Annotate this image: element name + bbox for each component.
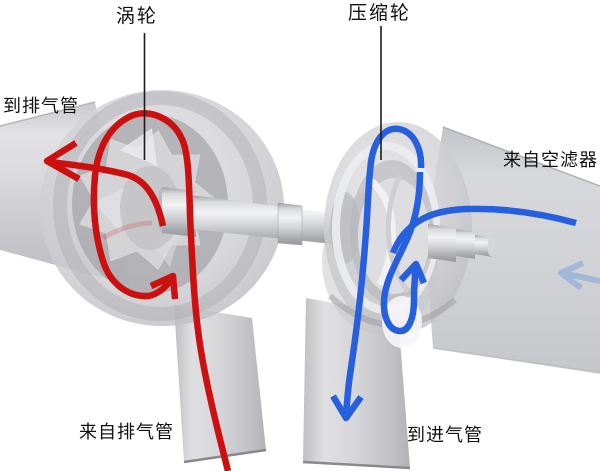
intake-in-line <box>389 205 577 255</box>
exhaust-exit-line <box>48 158 167 227</box>
exhaust-rotation-arrowhead-icon <box>149 272 179 300</box>
to-intake-pipe-label: 到进气管 <box>407 425 483 445</box>
compressor-label: 压缩轮 <box>348 3 412 24</box>
intake-outlet-pipe <box>302 298 411 470</box>
exhaust-flow-spiral <box>90 110 232 471</box>
intake-loop-exit-line <box>342 125 425 417</box>
leader-lines <box>143 26 382 160</box>
turbine-label: 涡轮 <box>116 6 159 27</box>
intake-exit-arrowhead-icon <box>330 394 364 422</box>
exhaust-flow-arrows <box>43 110 232 471</box>
intake-rotation-arrowhead-icon <box>398 260 427 285</box>
intake-flow-arrows <box>330 125 577 422</box>
intake-spiral-line <box>380 171 424 335</box>
exhaust-exit-arrowhead-icon <box>43 140 81 182</box>
to-exhaust-pipe-label: 到排气管 <box>3 96 79 116</box>
air-filter-duct <box>425 126 600 374</box>
faint-intake-arrow-icon <box>558 260 600 291</box>
from-exhaust-pipe-label: 来自排气管 <box>79 422 174 442</box>
from-air-filter-label: 来自空滤器 <box>503 150 598 170</box>
hidden-exhaust-flow-hint <box>101 220 153 241</box>
shaft-nut <box>428 224 495 262</box>
